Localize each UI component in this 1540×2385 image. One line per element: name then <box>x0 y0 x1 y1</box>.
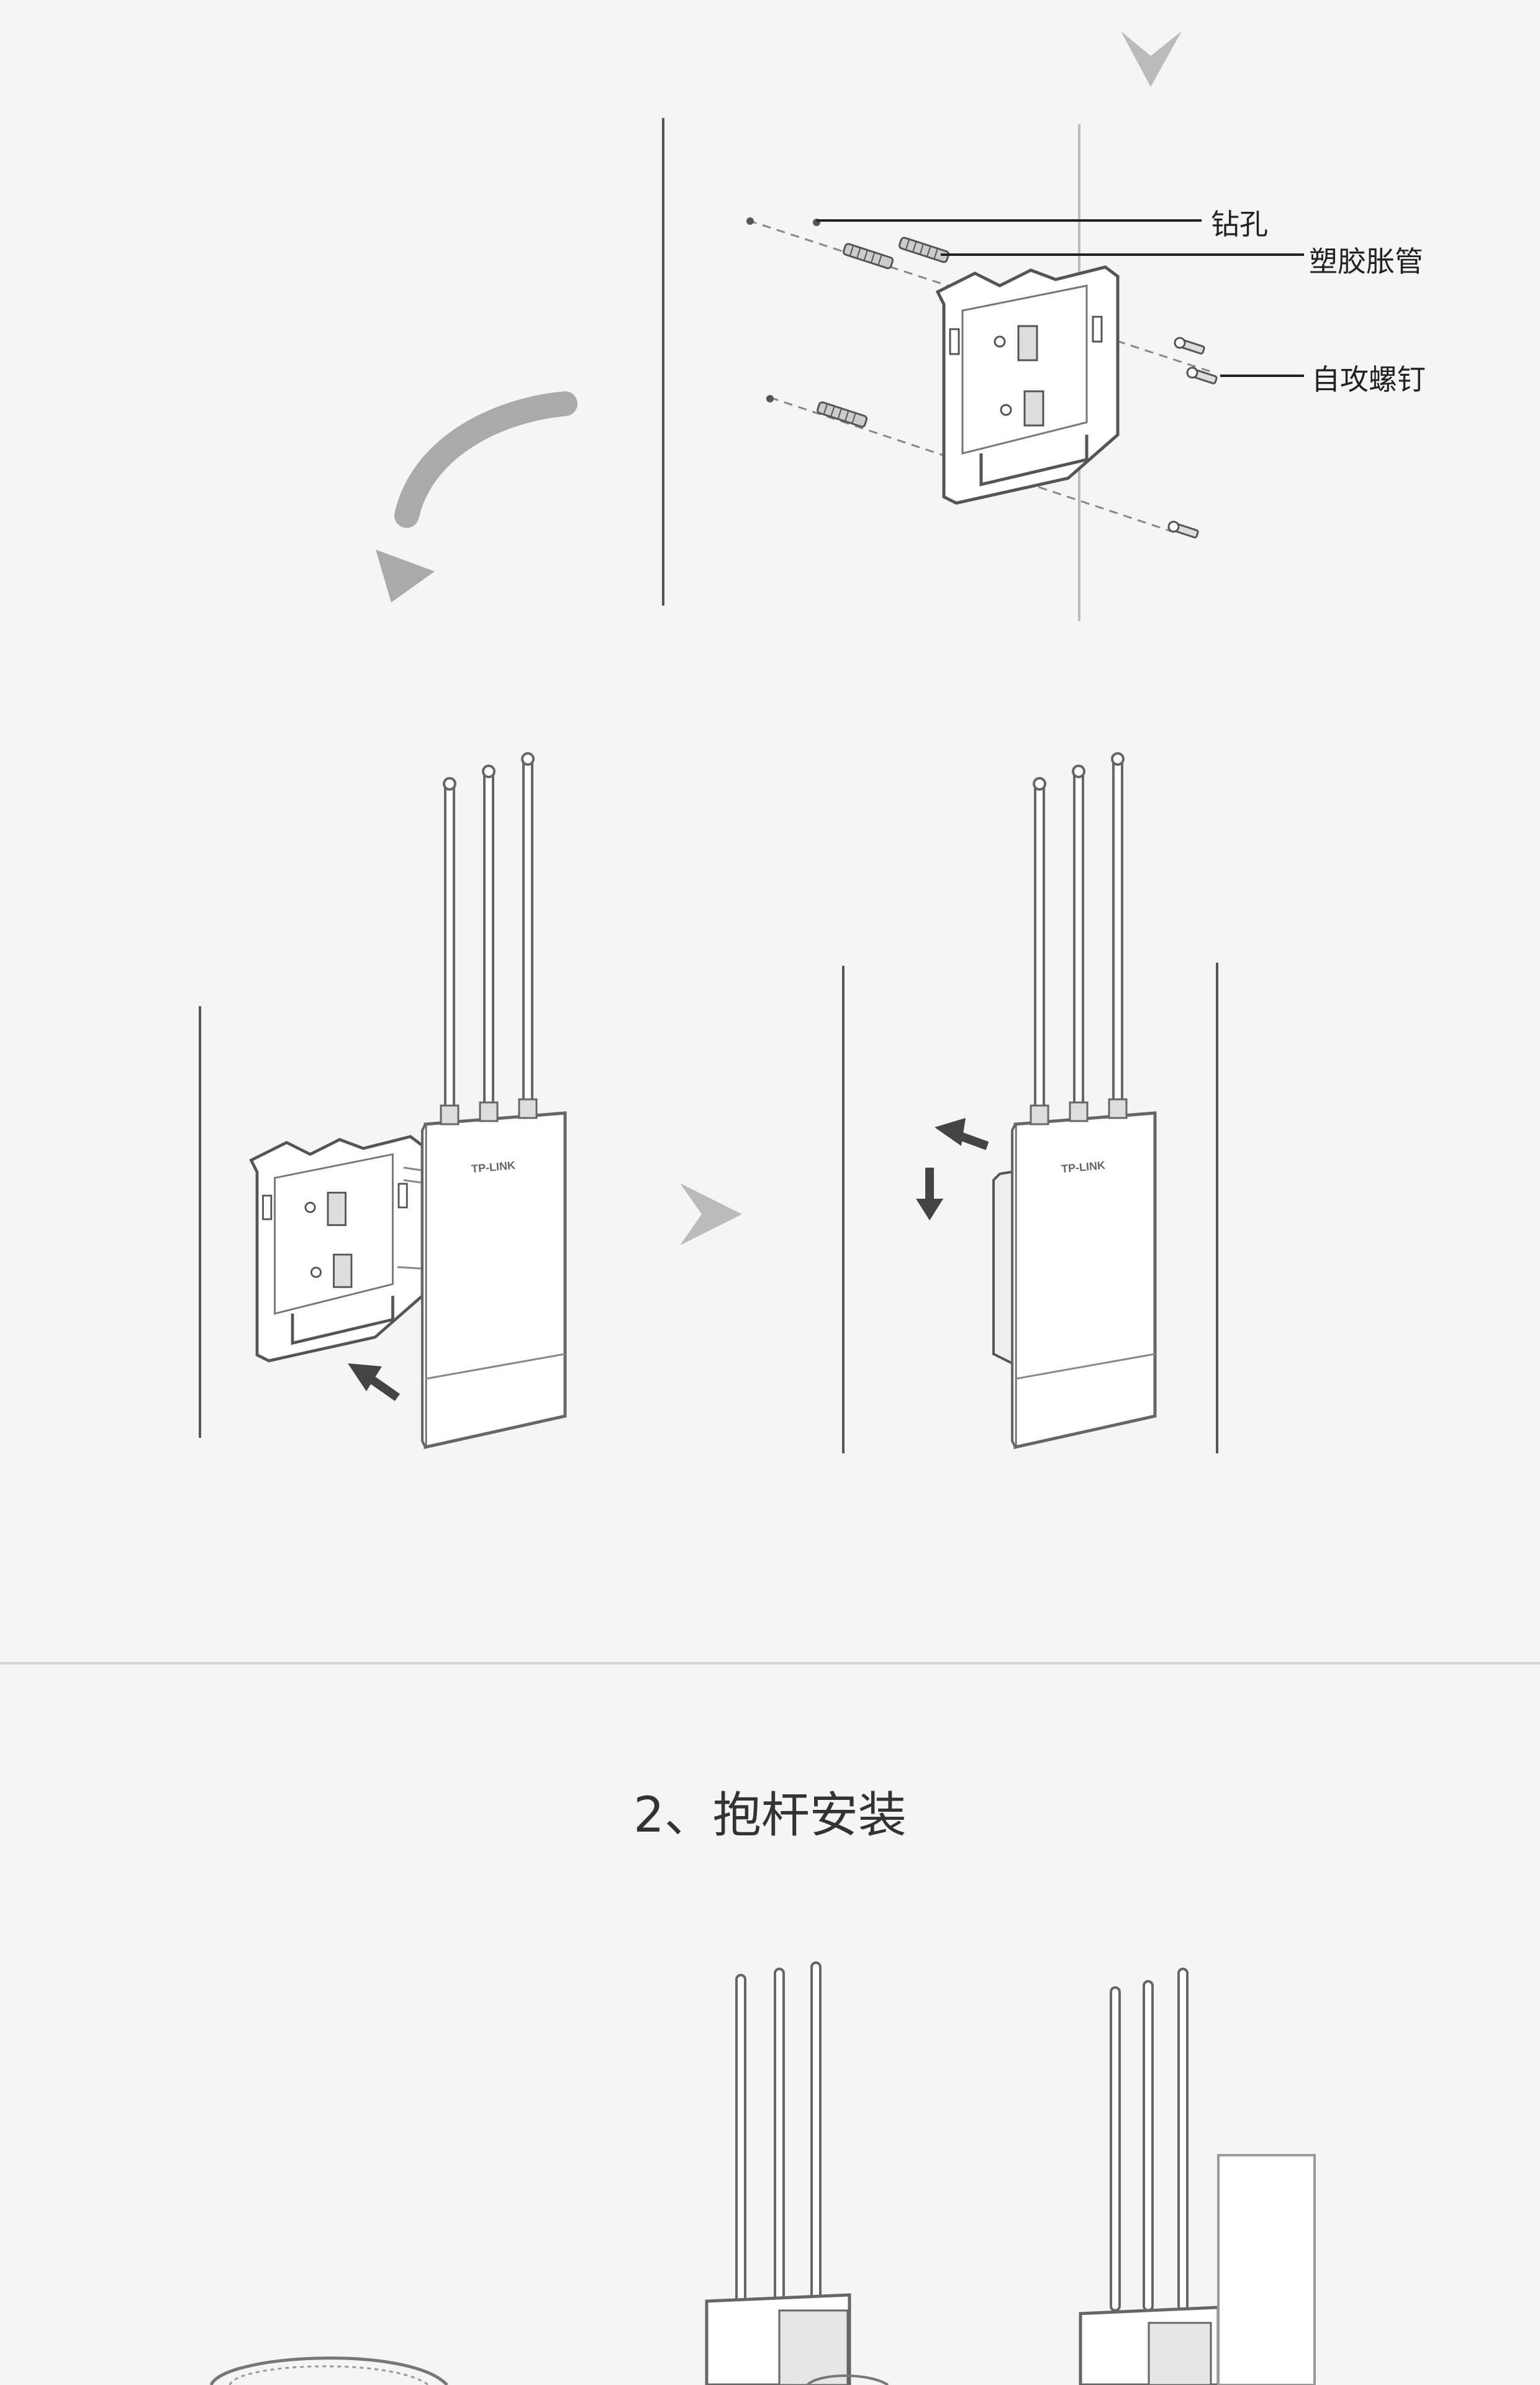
down-chevron-icon <box>1121 31 1182 87</box>
pole-mount-preview <box>209 1961 1316 2385</box>
right-chevron-icon <box>680 1183 742 1245</box>
section-title: 2、抱杆安装 <box>633 1788 907 1843</box>
bracket-exploded-view <box>746 217 1304 540</box>
plastic-anchor-label: 塑胶胀管 <box>1309 245 1423 278</box>
push-down-arrow-icon <box>916 1168 943 1220</box>
self-tapping-screw-label: 自攻螺钉 <box>1311 363 1426 396</box>
section-divider <box>0 1662 1540 1665</box>
access-point-right: TP-LINK <box>1012 753 1155 1447</box>
push-left-arrow-icon <box>935 1118 989 1150</box>
access-point-left: TP-LINK <box>422 753 565 1447</box>
curved-arrow-icon <box>376 391 578 602</box>
push-arrow-icon <box>348 1363 401 1401</box>
drill-hole-label: 钻孔 <box>1211 207 1268 241</box>
bracket-on-wall <box>251 1137 448 1361</box>
